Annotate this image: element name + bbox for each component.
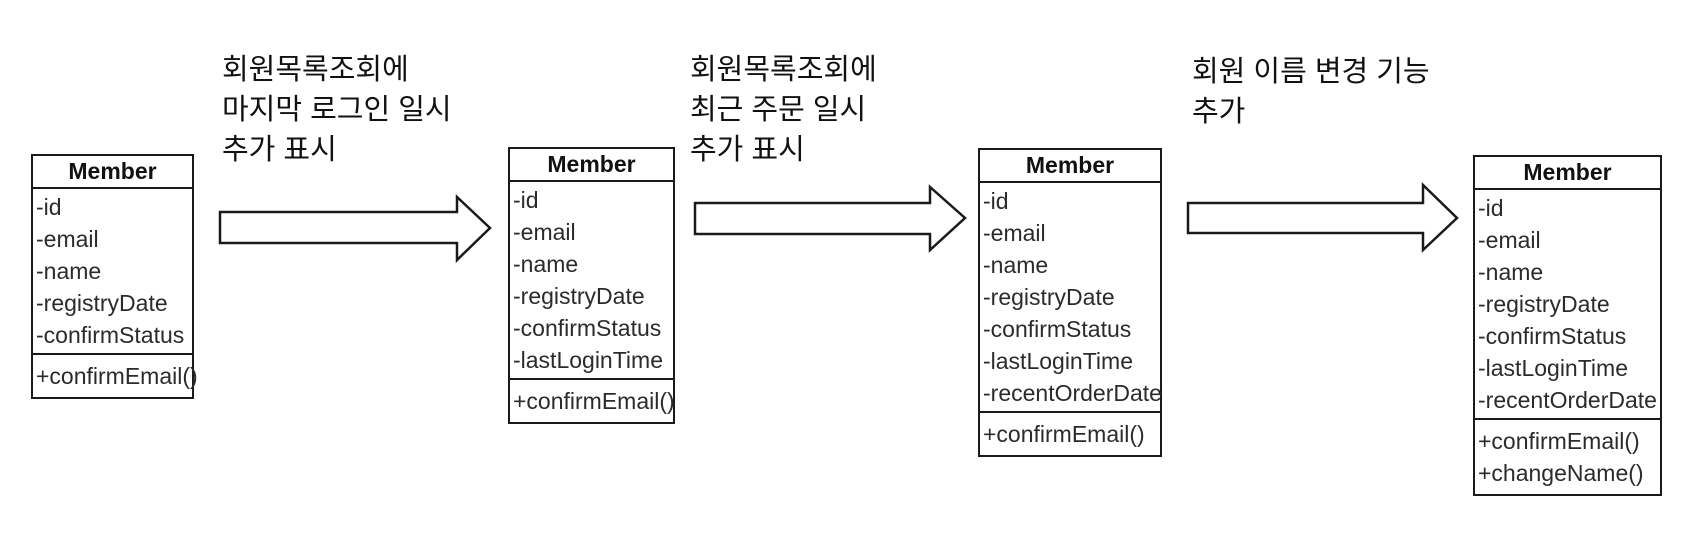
annotation-line: 마지막 로그인 일시	[222, 94, 452, 126]
attribute-row: -registryDate	[983, 284, 1115, 310]
attribute-row: -registryDate	[513, 283, 645, 309]
attribute-row: -id	[513, 187, 539, 213]
method-row: +changeName()	[1478, 460, 1644, 486]
annotation-line: 회원 이름 변경 기능	[1192, 56, 1430, 88]
method-row: +confirmEmail()	[1478, 428, 1640, 454]
annotation-line: 최근 주문 일시	[690, 94, 867, 126]
attribute-row: -registryDate	[1478, 291, 1610, 317]
attribute-row: -confirmStatus	[36, 322, 185, 348]
method-row: +confirmEmail()	[36, 363, 198, 389]
attribute-row: -email	[983, 220, 1046, 246]
attribute-row: -registryDate	[36, 290, 168, 316]
attribute-row: -name	[1478, 259, 1544, 285]
attribute-row: -lastLoginTime	[983, 348, 1133, 374]
attribute-row: -lastLoginTime	[513, 347, 663, 373]
class-methods-section: +confirmEmail()	[980, 411, 1160, 455]
attribute-row: -recentOrderDate	[983, 380, 1162, 406]
annotation-line: 추가	[1192, 96, 1246, 128]
arrow-annotation: 회원목록조회에 마지막 로그인 일시 추가 표시	[222, 50, 452, 170]
attribute-row: -name	[513, 251, 579, 277]
annotation-line: 회원목록조회에	[690, 54, 877, 86]
transition-arrow	[1186, 182, 1459, 253]
attribute-row: -lastLoginTime	[1478, 355, 1628, 381]
annotation-line: 추가 표시	[222, 134, 337, 166]
class-box-member-1: Member -id -email -name -registryDate -c…	[31, 154, 198, 399]
attribute-row: -name	[36, 258, 102, 284]
annotation-line: 회원목록조회에	[222, 54, 409, 86]
class-box-member-2: Member -id -email -name -registryDate -c…	[508, 147, 675, 424]
transition-arrow	[218, 194, 492, 263]
attribute-row: -confirmStatus	[983, 316, 1132, 342]
attribute-row: -name	[983, 252, 1049, 278]
annotation-line: 추가 표시	[690, 134, 805, 166]
attribute-row: -confirmStatus	[513, 315, 662, 341]
class-title: Member	[980, 150, 1160, 183]
class-title: Member	[1475, 157, 1660, 190]
attribute-row: -email	[1478, 227, 1541, 253]
attribute-row: -confirmStatus	[1478, 323, 1627, 349]
method-row: +confirmEmail()	[983, 421, 1145, 447]
class-title: Member	[510, 149, 673, 182]
class-title: Member	[33, 156, 192, 189]
class-attributes-section: -id -email -name -registryDate -confirmS…	[980, 183, 1162, 411]
class-methods-section: +confirmEmail()	[33, 353, 198, 397]
transition-arrow	[693, 184, 967, 253]
attribute-row: -email	[513, 219, 576, 245]
method-row: +confirmEmail()	[513, 388, 675, 414]
class-box-member-3: Member -id -email -name -registryDate -c…	[978, 148, 1162, 457]
attribute-row: -email	[36, 226, 99, 252]
arrow-annotation: 회원 이름 변경 기능 추가	[1192, 52, 1430, 132]
attribute-row: -recentOrderDate	[1478, 387, 1657, 413]
class-box-member-4: Member -id -email -name -registryDate -c…	[1473, 155, 1662, 496]
class-methods-section: +confirmEmail() +changeName()	[1475, 418, 1660, 494]
class-methods-section: +confirmEmail()	[510, 378, 675, 422]
class-attributes-section: -id -email -name -registryDate -confirmS…	[1475, 190, 1660, 418]
attribute-row: -id	[983, 188, 1009, 214]
arrow-annotation: 회원목록조회에 최근 주문 일시 추가 표시	[690, 50, 877, 170]
attribute-row: -id	[1478, 195, 1504, 221]
class-attributes-section: -id -email -name -registryDate -confirmS…	[510, 182, 673, 378]
attribute-row: -id	[36, 194, 62, 220]
class-attributes-section: -id -email -name -registryDate -confirmS…	[33, 189, 192, 353]
